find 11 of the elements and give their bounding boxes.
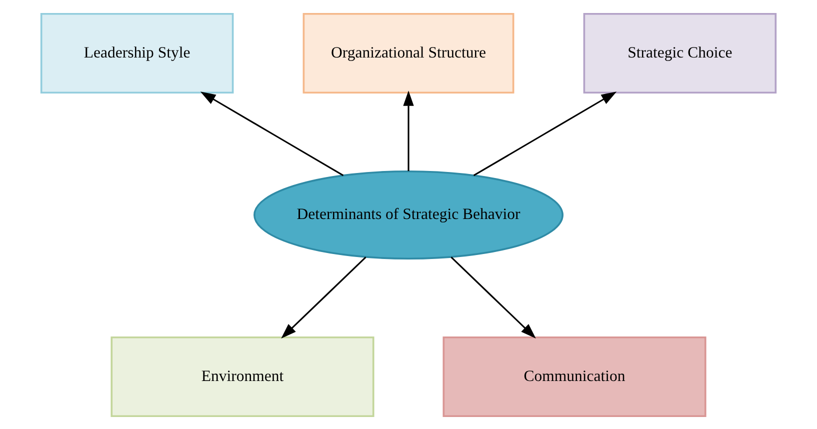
node-ellipse: Determinants of Strategic Behavior	[254, 170, 564, 260]
node-box: Leadership Style	[40, 12, 234, 94]
arrow	[403, 90, 414, 171]
arrow	[473, 91, 617, 176]
arrow	[200, 91, 344, 176]
node-box: Communication	[442, 336, 706, 417]
node-box: Environment	[110, 336, 374, 417]
node-box: Organizational Structure	[302, 12, 514, 94]
arrow	[281, 256, 366, 338]
node-box: Strategic Choice	[583, 12, 777, 94]
arrow	[450, 256, 536, 338]
